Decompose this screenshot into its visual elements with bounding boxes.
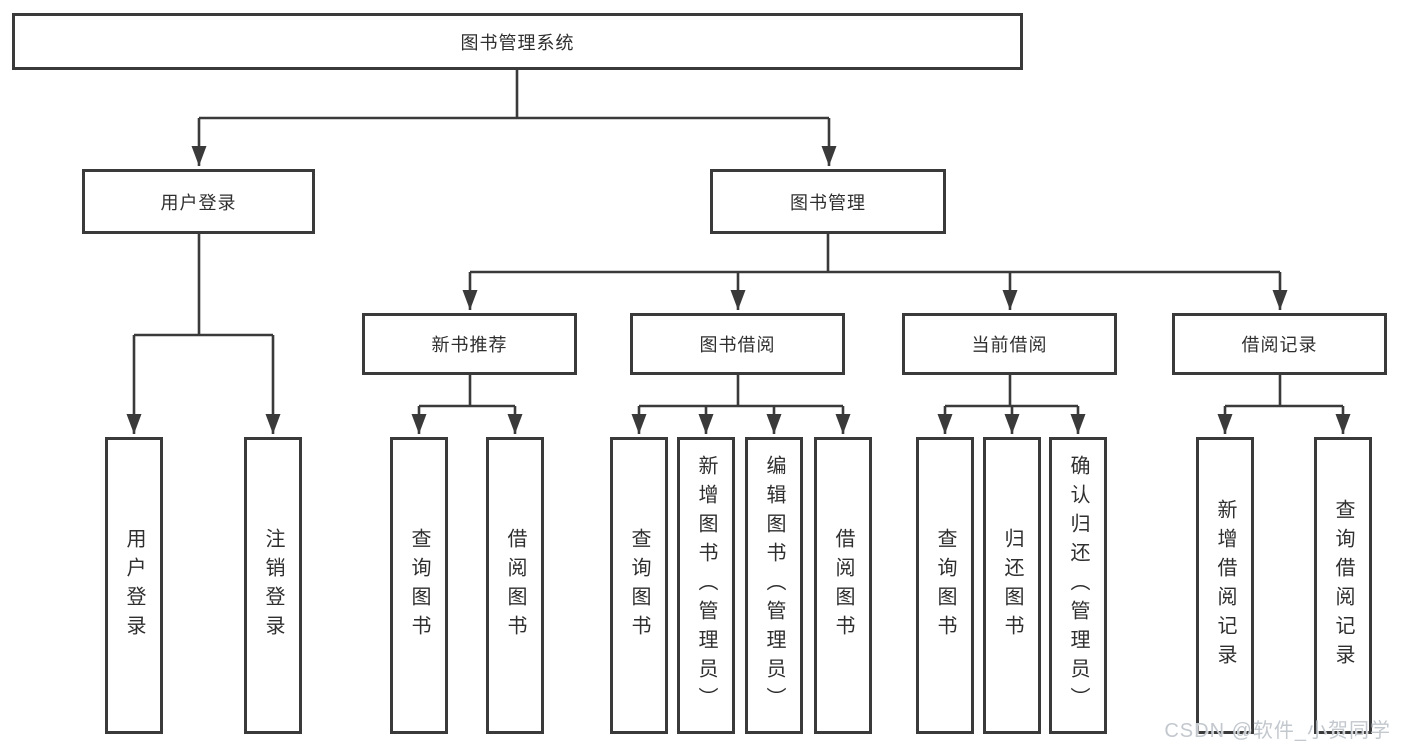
connector-user-login-to-leaves	[126, 234, 281, 434]
connector-root-to-level2	[191, 70, 837, 166]
node-label: 用户登录	[160, 192, 237, 213]
node-label: 查询图书	[628, 527, 650, 644]
leaf-return-books: 归还图书	[983, 437, 1041, 734]
node-label: 新增图书（管理员）	[695, 455, 717, 716]
csdn-watermark: CSDN @软件_小贺同学	[1164, 720, 1391, 742]
node-label: 归还图书	[1001, 527, 1023, 644]
leaf-query-books-recommendation: 查询图书	[390, 437, 448, 734]
node-book-borrowing: 图书借阅	[630, 313, 845, 375]
leaf-query-books-borrowing: 查询图书	[610, 437, 668, 734]
node-label: 注销登录	[262, 527, 284, 644]
node-label: 图书管理	[790, 192, 866, 213]
node-label: 图书管理系统	[460, 32, 575, 53]
leaf-query-borrow-record: 查询借阅记录	[1314, 437, 1372, 734]
leaf-user-login: 用户登录	[105, 437, 163, 734]
node-label: 编辑图书（管理员）	[763, 455, 785, 716]
node-current-borrowing: 当前借阅	[902, 313, 1117, 375]
node-label: 查询图书	[934, 527, 956, 644]
node-label: 借阅记录	[1241, 335, 1318, 355]
leaf-query-books-current: 查询图书	[916, 437, 974, 734]
leaf-logout: 注销登录	[244, 437, 302, 734]
connector-borrow-records-to-leaves	[1217, 375, 1351, 434]
node-label: 查询借阅记录	[1332, 498, 1354, 673]
leaf-confirm-return-admin: 确认归还（管理员）	[1049, 437, 1107, 734]
leaf-edit-books-admin: 编辑图书（管理员）	[745, 437, 803, 734]
node-user-login: 用户登录	[82, 169, 315, 234]
leaf-borrow-books-recommendation: 借阅图书	[486, 437, 544, 734]
connector-book-mgmt-to-level3	[462, 234, 1288, 310]
leaf-add-borrow-record: 新增借阅记录	[1196, 437, 1254, 734]
leaf-add-books-admin: 新增图书（管理员）	[677, 437, 735, 734]
node-label: 借阅图书	[832, 527, 854, 644]
node-library-management-system: 图书管理系统	[12, 13, 1023, 70]
node-borrowing-records: 借阅记录	[1172, 313, 1387, 375]
node-label: 当前借阅	[971, 335, 1048, 355]
node-label: 图书借阅	[699, 335, 776, 355]
node-label: 用户登录	[123, 527, 145, 644]
connector-book-borrow-to-leaves	[631, 375, 851, 434]
node-label: 新书推荐	[431, 335, 508, 355]
leaf-borrow-books-borrowing: 借阅图书	[814, 437, 872, 734]
node-label: 新增借阅记录	[1214, 498, 1236, 673]
node-label: 查询图书	[408, 527, 430, 644]
node-label: 确认归还（管理员）	[1067, 455, 1089, 716]
connector-current-borrow-to-leaves	[937, 375, 1086, 434]
node-new-book-recommendation: 新书推荐	[362, 313, 577, 375]
node-label: 借阅图书	[504, 527, 526, 644]
connector-new-book-rec-to-leaves	[411, 375, 523, 434]
node-book-management: 图书管理	[710, 169, 946, 234]
